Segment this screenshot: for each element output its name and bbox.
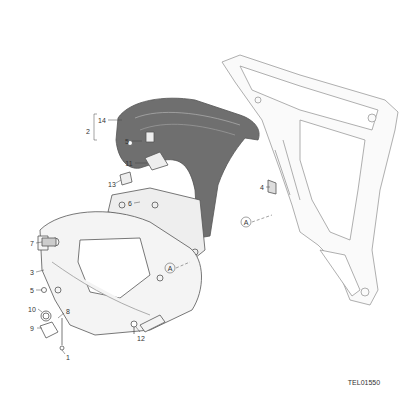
callout-number: 3 (30, 269, 34, 276)
callout-number: 12 (137, 335, 145, 342)
small-parts (40, 141, 137, 351)
callout-number: 10 (28, 306, 36, 313)
callout-number: 6 (128, 200, 132, 207)
callout-number: 4 (260, 184, 264, 191)
callout-number: 8 (66, 308, 70, 315)
callout-number: 5 (125, 138, 129, 145)
leader-lines (36, 114, 272, 354)
callout-number: 5 (30, 287, 34, 294)
callout-number: 9 (30, 325, 34, 332)
callout-number: 1 (66, 354, 70, 361)
callout-number: 11 (125, 160, 132, 167)
subframe (222, 55, 398, 305)
callout-number: 13 (108, 181, 116, 188)
callout-number: A (168, 265, 173, 272)
callout-number: 7 (30, 240, 34, 247)
callout-number: 14 (98, 117, 106, 124)
callout-number: A (244, 219, 249, 226)
callout-number: 2 (86, 128, 90, 135)
drawing-code: TEL01550 (348, 379, 380, 386)
undertray (38, 212, 202, 335)
